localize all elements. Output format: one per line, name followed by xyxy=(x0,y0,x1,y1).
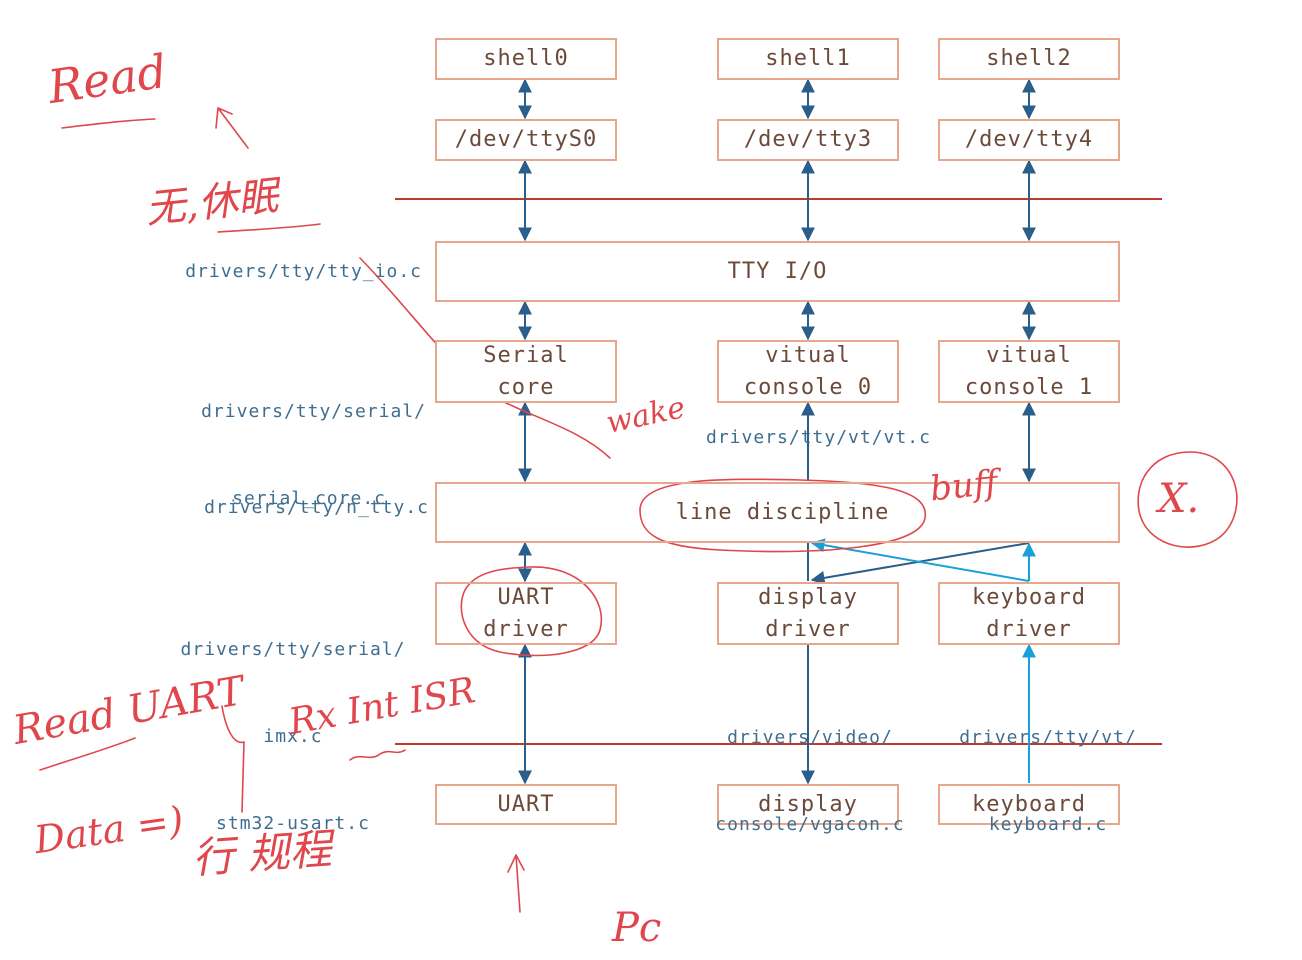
path-tty-io: drivers/tty/tty_io.c xyxy=(185,257,422,286)
sleep-underline xyxy=(217,223,321,233)
up-arrow-left xyxy=(215,107,249,149)
line-discipline-box: line discipline xyxy=(435,482,1120,543)
virtual-console-1-box: vitual console 1 xyxy=(938,340,1120,403)
path-keyboard-line-1: drivers/tty/vt/ xyxy=(959,727,1137,748)
path-serial-core-line-1: drivers/tty/serial/ xyxy=(201,401,426,422)
virtual-console-0-box: vitual console 0 xyxy=(717,340,899,403)
uart-driver-box: UART driver xyxy=(435,582,617,645)
uart-label: UART xyxy=(497,791,555,817)
virtual-console-0-label-1: vitual xyxy=(765,342,851,368)
path-imx: drivers/tty/serial/ imx.c stm32-usart.c xyxy=(158,577,428,867)
display-label: display xyxy=(758,791,858,817)
uart-driver-label-1: UART xyxy=(497,584,555,610)
keyboard-label: keyboard xyxy=(972,791,1086,817)
dev-ttys0-label: /dev/ttyS0 xyxy=(454,127,598,152)
arrow-keyboarddriver-linedisc-light xyxy=(810,538,1030,582)
tty-io-box: TTY I/O xyxy=(435,241,1120,302)
line-discipline-label: line discipline xyxy=(675,499,890,525)
display-driver-label-1: display xyxy=(758,584,858,610)
path-imx-line-1: drivers/tty/serial/ xyxy=(180,639,406,660)
keyboard-driver-label-1: keyboard xyxy=(972,584,1086,610)
keyboard-driver-label-2: driver xyxy=(986,616,1072,642)
annotation-exec-process-text: 行 规程 xyxy=(190,824,334,883)
serial-core-box: Serial core xyxy=(435,340,617,403)
path-vgacon-line-2: console/vgacon.c xyxy=(715,814,905,835)
path-vgacon: drivers/video/ console/vgacon.c xyxy=(690,665,930,868)
brace-stroke xyxy=(221,705,245,813)
virtual-console-1-label-1: vitual xyxy=(986,342,1072,368)
up-arrow-pc xyxy=(507,854,525,913)
display-driver-box: display driver xyxy=(717,582,899,645)
dev-tty4-label: /dev/tty4 xyxy=(964,127,1094,152)
annotation-pc: Pc xyxy=(612,905,661,951)
path-vt: drivers/tty/vt/vt.c xyxy=(706,423,931,452)
shell2-box: shell2 xyxy=(938,38,1120,80)
virtual-console-0-label-2: console 0 xyxy=(743,374,873,400)
shell1-label: shell1 xyxy=(765,46,851,71)
tty-io-label: TTY I/O xyxy=(727,258,828,284)
serial-core-label-1: Serial xyxy=(483,342,569,368)
annotation-exec-process: 行 规程 xyxy=(190,815,333,886)
path-keyboard: drivers/tty/vt/ keyboard.c xyxy=(934,665,1162,868)
dev-ttys0-box: /dev/ttyS0 xyxy=(435,119,617,161)
path-keyboard-line-2: keyboard.c xyxy=(988,814,1108,835)
virtual-console-1-label-2: console 1 xyxy=(964,374,1094,400)
serial-core-label-2: core xyxy=(497,374,555,400)
rx-int-squiggle xyxy=(349,749,406,761)
read-underline xyxy=(61,118,156,129)
x-circle xyxy=(1137,451,1238,548)
display-driver-label-2: driver xyxy=(765,616,851,642)
dev-tty3-box: /dev/tty3 xyxy=(717,119,899,161)
annotation-x-mark-text: X. xyxy=(1158,476,1200,522)
path-vgacon-line-1: drivers/video/ xyxy=(727,727,893,748)
shell0-label: shell0 xyxy=(483,46,569,71)
path-serial-core-line-2: serial_core.c xyxy=(232,488,386,509)
uart-box: UART xyxy=(435,784,617,825)
keyboard-driver-box: keyboard driver xyxy=(938,582,1120,645)
shell0-box: shell0 xyxy=(435,38,617,80)
path-n-tty-text: drivers/tty/n_tty.c xyxy=(204,497,429,518)
path-imx-line-2: imx.c xyxy=(263,726,323,747)
annotation-x-mark: X. xyxy=(1158,476,1199,522)
path-tty-io-text: drivers/tty/tty_io.c xyxy=(185,261,422,282)
path-vt-text: drivers/tty/vt/vt.c xyxy=(706,427,931,448)
uart-driver-label-2: driver xyxy=(483,616,569,642)
uart-driver-circle xyxy=(460,566,603,657)
annotation-buff: buff xyxy=(928,463,1000,510)
display-box: display xyxy=(717,784,899,825)
dev-tty4-box: /dev/tty4 xyxy=(938,119,1120,161)
path-imx-line-3: stm32-usart.c xyxy=(216,813,370,834)
path-n-tty: drivers/tty/n_tty.c xyxy=(204,493,429,522)
annotation-pc-text: Pc xyxy=(612,905,662,951)
path-serial-core: drivers/tty/serial/ serial_core.c xyxy=(201,339,426,542)
read-uart-underline xyxy=(39,737,136,771)
line-discipline-circle xyxy=(639,478,926,553)
annotation-buff-text: buff xyxy=(928,462,1000,510)
shell2-label: shell2 xyxy=(986,46,1072,71)
dev-tty3-label: /dev/tty3 xyxy=(743,127,873,152)
shell1-box: shell1 xyxy=(717,38,899,80)
keyboard-box: keyboard xyxy=(938,784,1120,825)
